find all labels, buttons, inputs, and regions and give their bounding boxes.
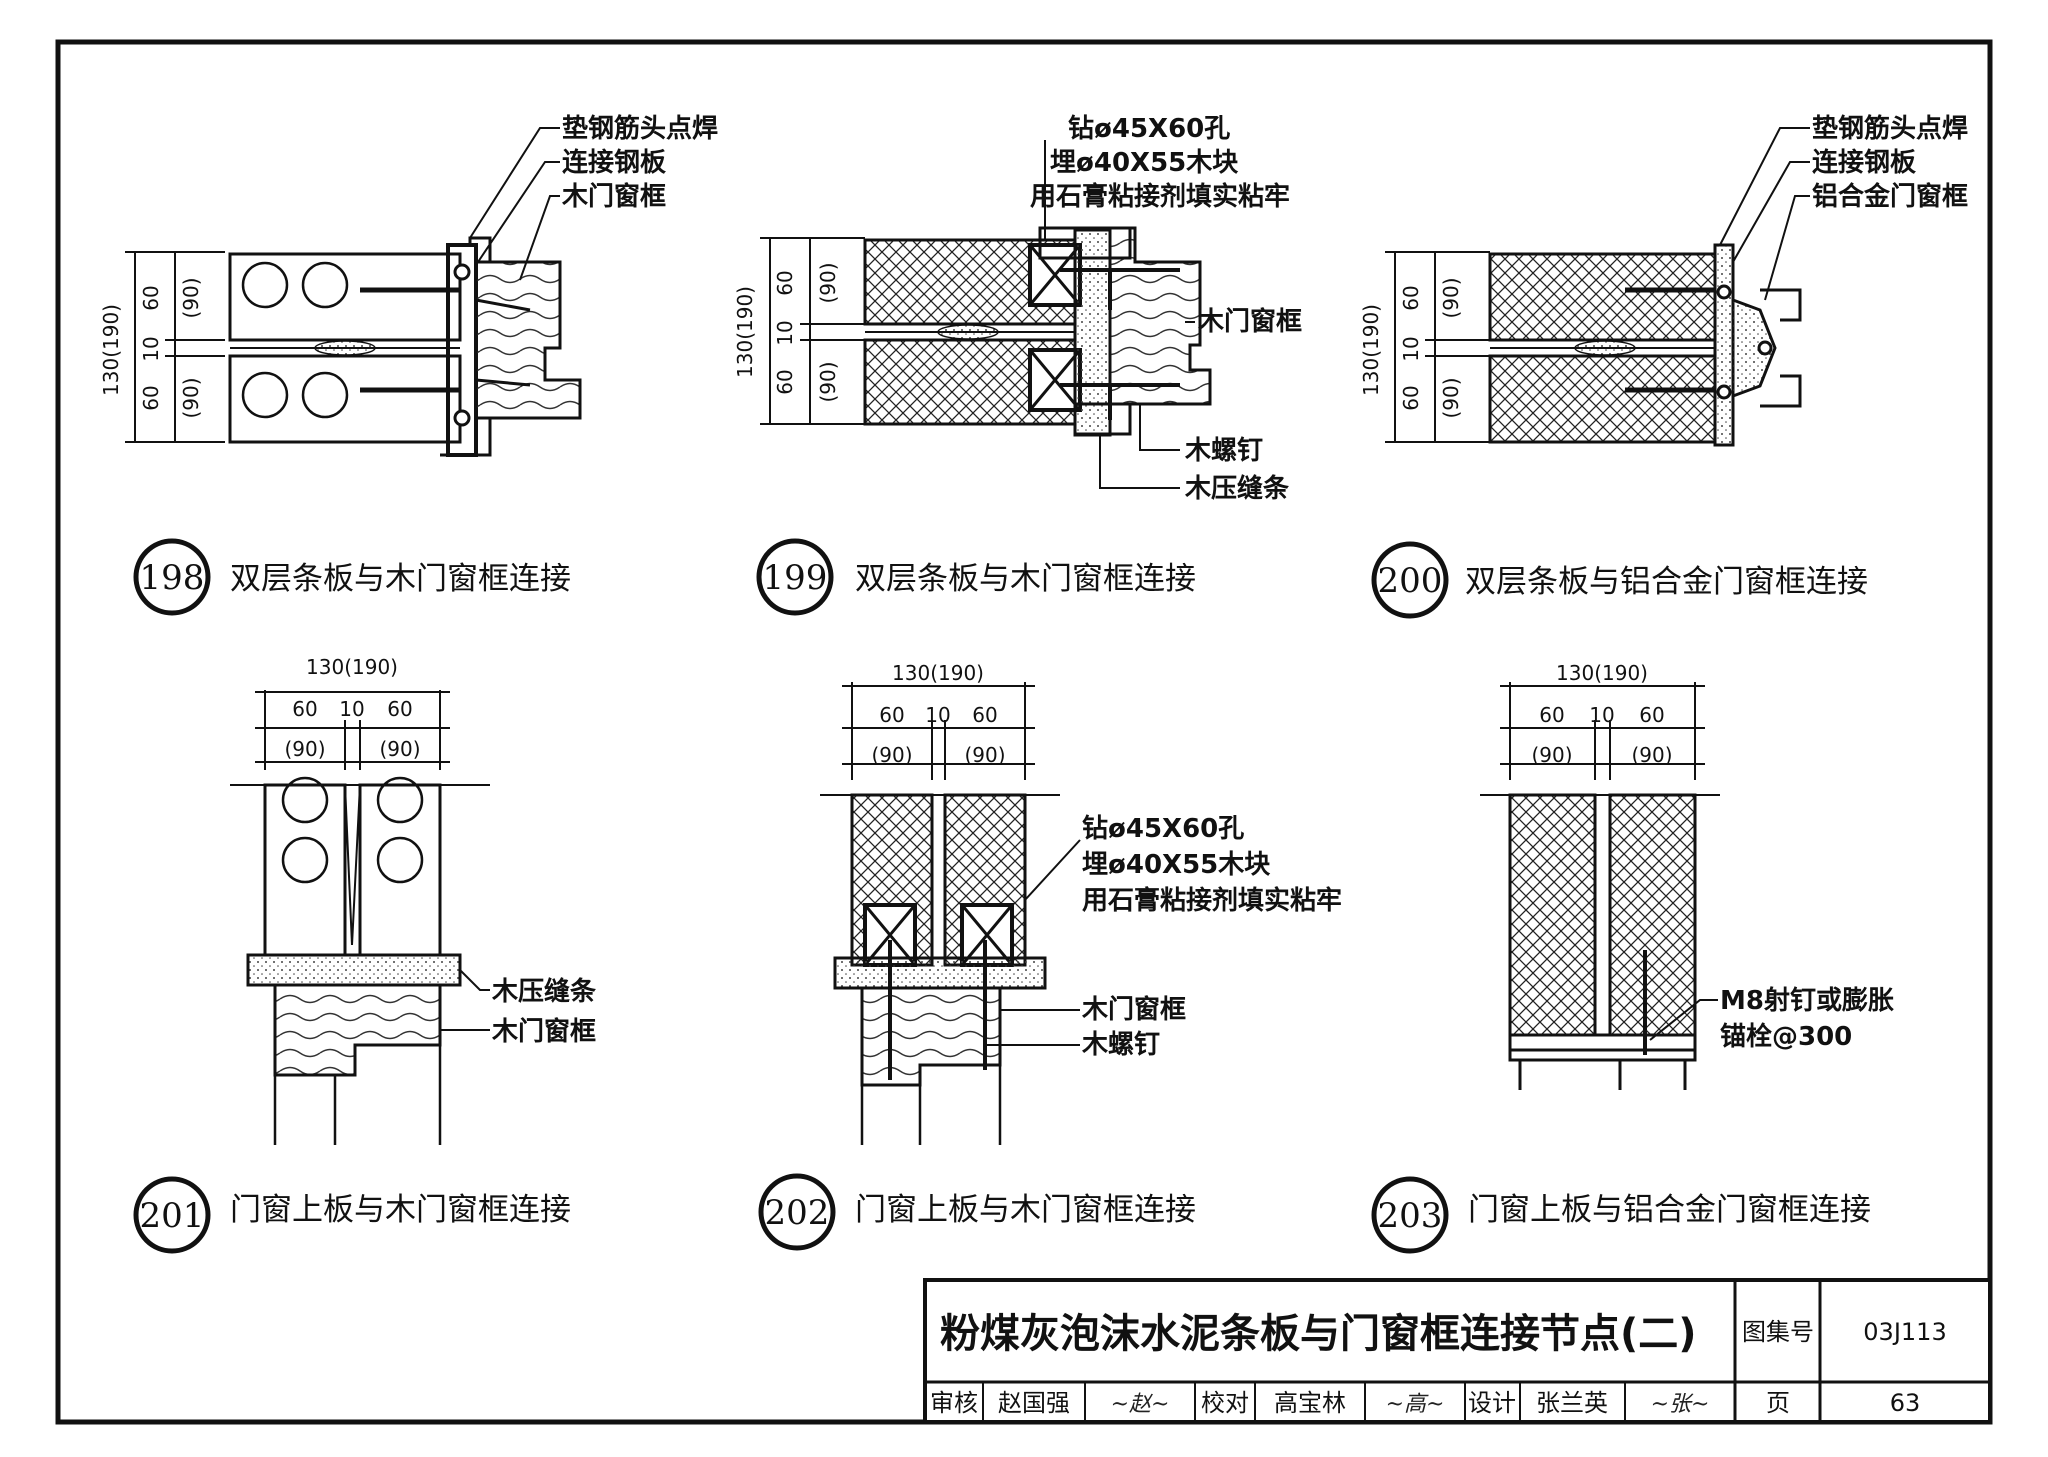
- dim-b: 10: [925, 703, 950, 727]
- detail-number: 203: [1378, 1196, 1443, 1236]
- detail-caption: 门窗上板与木门窗框连接: [855, 1192, 1196, 1228]
- label-wood-block: 埋ø40X55木块: [1050, 148, 1238, 178]
- dim-c2: (90): [379, 737, 420, 761]
- dim-a2: (90): [284, 737, 325, 761]
- dim-c: 60: [972, 703, 997, 727]
- detail-202: 130(190) 60 10 60 (90) (90) 钻ø45X60孔 埋ø4…: [758, 661, 1342, 1251]
- page-label: 页: [1766, 1389, 1790, 1417]
- dim-total: 130(190): [892, 661, 984, 685]
- dim-b: 10: [139, 336, 163, 361]
- dim-c2: (90): [964, 743, 1005, 767]
- designer-name: 张兰英: [1536, 1389, 1608, 1417]
- detail-caption: 双层条板与木门窗框连接: [855, 561, 1196, 597]
- label-wood-frame: 木门窗框: [1081, 994, 1186, 1025]
- detail-caption: 双层条板与铝合金门窗框连接: [1465, 564, 1868, 600]
- dim-c: 60: [773, 369, 797, 394]
- detail-caption: 门窗上板与木门窗框连接: [230, 1192, 571, 1228]
- detail-caption: 门窗上板与铝合金门窗框连接: [1468, 1192, 1871, 1228]
- label-drill-hole: 钻ø45X60孔: [1082, 814, 1244, 844]
- detail-200: 130(190) 60 10 60 (90) (90) 垫钢筋头点焊 连接钢板 …: [1359, 113, 1968, 619]
- dim-c2: (90): [816, 361, 840, 402]
- dim-c: 60: [139, 385, 163, 410]
- dim-a: 60: [292, 697, 317, 721]
- label-gypsum-adhesive: 用石膏粘接剂填实粘牢: [1030, 181, 1290, 212]
- dim-a: 60: [1539, 703, 1564, 727]
- dim-c2: (90): [1631, 743, 1672, 767]
- detail-number: 199: [763, 558, 828, 598]
- dim-b: 10: [1399, 336, 1423, 361]
- detail-number-circle: [133, 1176, 211, 1254]
- dim-total: 130(190): [99, 304, 123, 396]
- reviewer-name: 赵国强: [998, 1389, 1070, 1417]
- atlas-number: 03J113: [1863, 1318, 1946, 1346]
- detail-number: 202: [765, 1193, 830, 1233]
- label-weld: 垫钢筋头点焊: [562, 113, 718, 144]
- page-title: 粉煤灰泡沫水泥条板与门窗框连接节点(二): [940, 1311, 1697, 1357]
- detail-number-circle: [1371, 1176, 1449, 1254]
- dim-c2: (90): [179, 377, 203, 418]
- dim-a: 60: [139, 285, 163, 310]
- detail-number-circle: [133, 538, 211, 616]
- dim-c: 60: [1399, 385, 1423, 410]
- label-gypsum-adhesive: 用石膏粘接剂填实粘牢: [1082, 885, 1342, 916]
- dim-c: 60: [1639, 703, 1664, 727]
- label-steel-plate: 连接钢板: [1812, 148, 1916, 178]
- dim-c2: (90): [1439, 377, 1463, 418]
- label-steel-plate: 连接钢板: [562, 148, 666, 178]
- label-aluminum-frame: 铝合金门窗框: [1812, 181, 1968, 212]
- detail-caption: 双层条板与木门窗框连接: [230, 561, 571, 597]
- dim-total: 130(190): [1556, 661, 1648, 685]
- label-wood-strip: 木压缝条: [491, 976, 597, 1007]
- atlas-label: 图集号: [1742, 1318, 1814, 1346]
- label-drill-hole: 钻ø45X60孔: [1068, 114, 1230, 144]
- label-anchor: 锚栓@300: [1720, 1022, 1852, 1052]
- detail-number: 201: [140, 1196, 205, 1236]
- detail-number: 200: [1378, 561, 1443, 601]
- dim-b: 10: [773, 320, 797, 345]
- design-label: 设计: [1468, 1389, 1516, 1417]
- label-wood-block: 埋ø40X55木块: [1082, 850, 1270, 880]
- dim-total: 130(190): [733, 286, 757, 378]
- label-weld: 垫钢筋头点焊: [1812, 113, 1968, 144]
- dim-a2: (90): [816, 262, 840, 303]
- dim-c: 60: [387, 697, 412, 721]
- detail-number-circle: [758, 1173, 836, 1251]
- label-nail: M8射钉或膨胀: [1720, 986, 1894, 1016]
- dim-a: 60: [773, 270, 797, 295]
- label-wood-frame: 木门窗框: [561, 181, 666, 212]
- detail-201: 130(190) 60 10 60 (90) (90) 木压缝条 木门窗框 20…: [133, 655, 597, 1254]
- reviewer-signature: ~赵~: [1111, 1392, 1170, 1417]
- detail-198: 130(190) 60 10 60 (90) (90) 垫钢筋头点焊 连接钢板 …: [99, 113, 718, 616]
- checker-signature: ~高~: [1386, 1392, 1445, 1417]
- detail-199: 130(190) 60 10 60 (90) (90) 钻ø45X60孔 埋ø4…: [733, 114, 1302, 616]
- dim-a2: (90): [179, 277, 203, 318]
- detail-number-circle: [756, 538, 834, 616]
- check-label: 校对: [1201, 1389, 1249, 1417]
- dim-b: 10: [339, 697, 364, 721]
- label-wood-screw: 木螺钉: [1184, 436, 1263, 466]
- label-wood-strip: 木压缝条: [1184, 473, 1290, 504]
- label-wood-frame: 木门窗框: [1197, 306, 1302, 337]
- title-block: 粉煤灰泡沫水泥条板与门窗框连接节点(二) 图集号 03J113 审核 赵国强 ~…: [923, 1278, 1992, 1424]
- label-wood-screw: 木螺钉: [1081, 1030, 1160, 1060]
- dim-a: 60: [879, 703, 904, 727]
- dim-total: 130(190): [1359, 304, 1383, 396]
- detail-203: 130(190) 60 10 60 (90) (90) M8射钉或膨胀 锚栓@3…: [1371, 661, 1894, 1254]
- dim-b: 10: [1589, 703, 1614, 727]
- dim-a2: (90): [1531, 743, 1572, 767]
- page-number: 63: [1890, 1389, 1921, 1417]
- checker-name: 高宝林: [1274, 1389, 1346, 1417]
- dim-a: 60: [1399, 285, 1423, 310]
- dim-a2: (90): [871, 743, 912, 767]
- detail-number: 198: [140, 558, 205, 598]
- detail-number-circle: [1371, 541, 1449, 619]
- designer-signature: ~张~: [1651, 1392, 1710, 1417]
- label-wood-frame: 木门窗框: [491, 1016, 596, 1047]
- review-label: 审核: [930, 1389, 978, 1417]
- dim-total: 130(190): [306, 655, 398, 679]
- dim-a2: (90): [1439, 277, 1463, 318]
